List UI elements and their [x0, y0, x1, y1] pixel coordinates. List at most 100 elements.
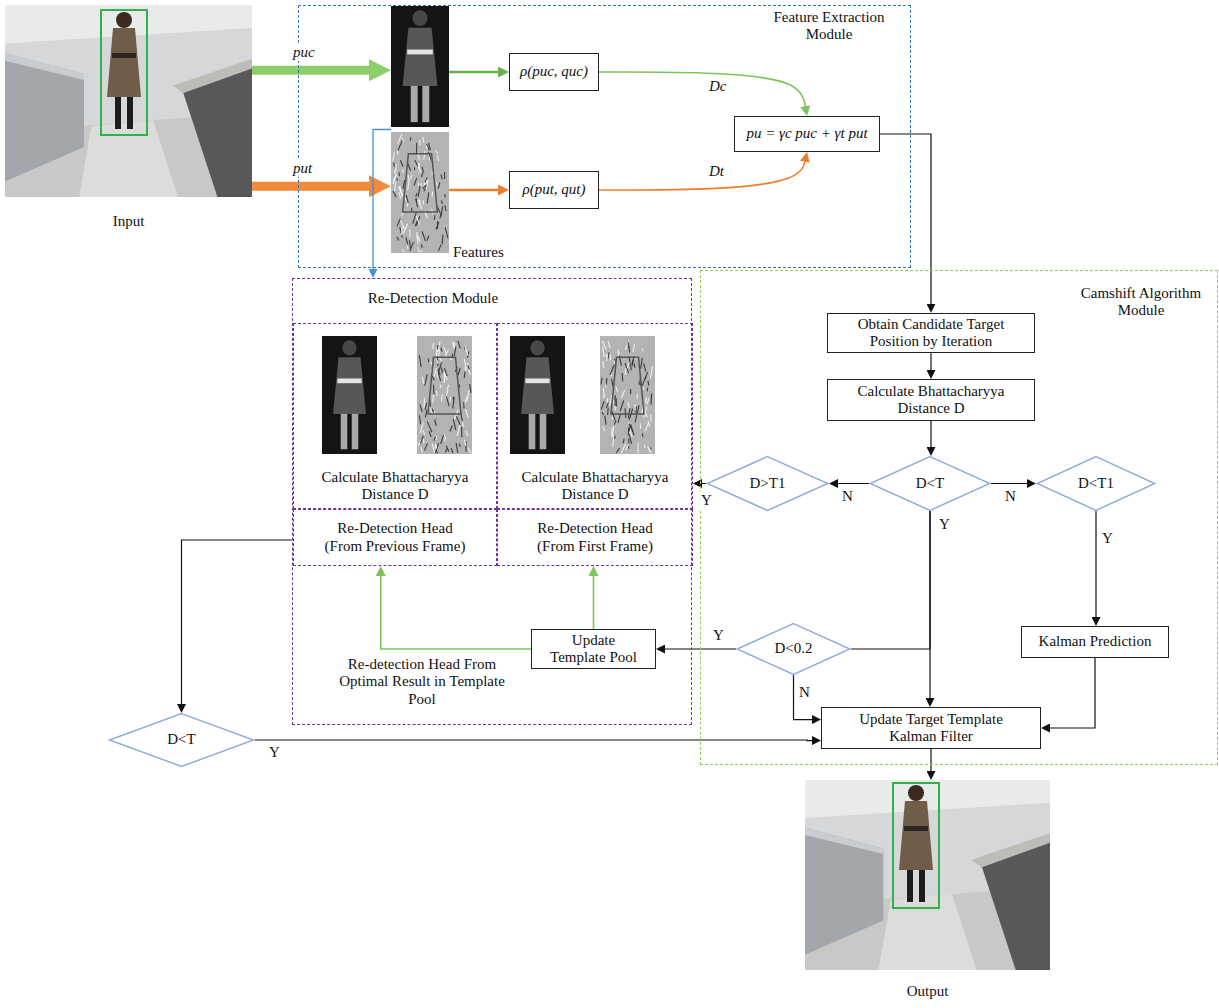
silhouette-leg — [411, 86, 418, 122]
person-leg — [907, 870, 913, 902]
texture-stroke — [432, 171, 433, 174]
texture-stroke — [458, 341, 461, 349]
texture-stroke — [423, 398, 425, 409]
branch-label: Y — [712, 627, 725, 644]
texture-stroke — [635, 415, 637, 422]
texture-stroke — [468, 447, 471, 453]
texture-stroke — [418, 163, 420, 173]
texture-stroke — [395, 182, 396, 191]
photo-cubicle-top — [805, 828, 883, 855]
flow-connector — [1046, 658, 1095, 728]
texture-stroke — [425, 374, 427, 386]
texture-stroke — [436, 182, 437, 186]
note-text: Re-detection Head From Optimal Result in… — [337, 656, 507, 708]
photo-cubicles — [5, 53, 84, 182]
diamond-shape — [870, 457, 990, 511]
photo-cubicle-top — [5, 53, 84, 80]
texture-stroke — [612, 411, 615, 420]
texture-stroke — [450, 397, 451, 402]
texture-stroke — [616, 387, 618, 392]
image-caption: Features — [453, 244, 504, 261]
texture-stroke — [408, 179, 410, 190]
texture-stroke — [421, 173, 423, 177]
texture-stroke — [637, 405, 639, 413]
texture-stroke — [420, 250, 422, 252]
silhouette-leg — [422, 86, 429, 122]
flow-connector — [252, 182, 378, 191]
module-title: Re-Detection Module — [293, 290, 573, 307]
texture-stroke — [407, 202, 409, 206]
person-belt — [904, 826, 928, 831]
process-box: Calculate Bhattacharyya Distance D — [827, 379, 1035, 421]
silhouette-image — [391, 6, 449, 127]
texture-stroke — [436, 150, 438, 154]
texture-stroke — [645, 413, 647, 418]
texture-stroke — [632, 359, 634, 366]
texture-stroke — [442, 235, 443, 245]
texture-stroke — [393, 191, 396, 197]
texture-stroke — [603, 361, 604, 368]
texture-stroke — [399, 192, 401, 199]
texture-stroke — [650, 393, 652, 404]
texture-stroke — [418, 199, 422, 209]
texture-stroke — [441, 174, 442, 179]
texture-stroke — [461, 427, 462, 437]
texture-stroke — [421, 447, 422, 453]
texture-stroke — [608, 341, 610, 348]
photo-image — [5, 5, 252, 197]
flow-connector — [373, 130, 391, 273]
texture-stroke — [423, 439, 425, 443]
texture-stroke — [635, 404, 636, 411]
texture-stroke — [625, 341, 629, 350]
person-leg — [127, 97, 133, 129]
texture-stroke — [463, 402, 464, 408]
process-box: Update Target Template Kalman Filter — [821, 707, 1041, 749]
texture-stroke — [613, 435, 614, 447]
texture-stroke — [432, 192, 434, 197]
texture-stroke — [641, 358, 643, 369]
silhouette-head — [530, 340, 544, 355]
texture-stroke — [436, 391, 438, 396]
texture-stroke — [630, 366, 631, 370]
node-label: D<T1 — [1078, 475, 1114, 492]
texture-stroke — [433, 385, 435, 395]
texture-stroke — [434, 437, 436, 441]
flow-connector — [381, 572, 531, 649]
texture-stroke — [628, 346, 630, 353]
texture-stroke — [436, 222, 439, 230]
texture-stroke — [605, 416, 606, 425]
texture-stroke — [601, 401, 604, 410]
silhouette-leg — [341, 414, 348, 449]
texture-stroke — [462, 422, 464, 427]
person-head — [908, 785, 924, 801]
texture-stroke — [650, 366, 652, 378]
flow-connector — [880, 134, 931, 307]
texture-stroke — [425, 410, 426, 418]
texture-stroke — [601, 378, 602, 385]
texture-stroke — [625, 368, 627, 375]
diamond-shape — [1037, 457, 1155, 511]
texture-stroke — [418, 183, 420, 186]
texture-stroke — [411, 175, 412, 178]
texture-stroke — [616, 448, 619, 453]
texture-stroke — [417, 235, 420, 241]
flow-connector — [930, 421, 931, 451]
texture-stroke — [621, 390, 625, 398]
texture-stroke — [402, 170, 403, 173]
flow-connector — [599, 158, 806, 190]
node-label: Update Template Pool — [546, 632, 642, 667]
texture-stroke — [621, 444, 625, 453]
texture-stroke — [648, 381, 650, 385]
silhouette-head — [412, 10, 427, 26]
texture-stroke — [466, 431, 468, 436]
texture-image — [391, 132, 449, 253]
texture-stroke — [444, 373, 445, 383]
texture-stroke — [416, 198, 418, 201]
texture-stroke — [607, 398, 608, 402]
camshift-module: Camshift Algorithm ModuleObtain Candidat… — [700, 270, 1218, 765]
texture-stroke — [457, 425, 460, 436]
texture-stroke — [395, 164, 396, 171]
texture-stroke — [614, 395, 615, 406]
process-box: Kalman Prediction — [1021, 626, 1169, 658]
